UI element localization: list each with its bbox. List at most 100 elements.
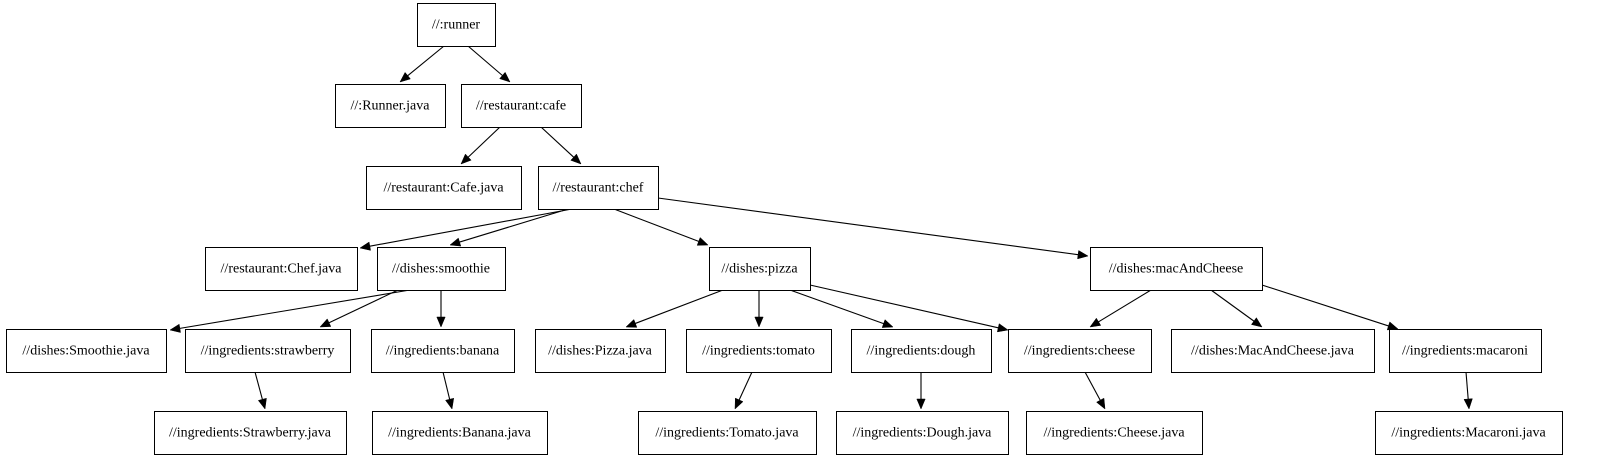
edge-arrowhead <box>734 397 744 410</box>
node-label: //ingredients:Macaroni.java <box>1391 426 1546 441</box>
edge-line <box>328 289 399 324</box>
graph-node-ing_cheese[interactable]: //ingredients:cheese <box>1008 329 1152 373</box>
edge-line <box>613 208 699 242</box>
node-box[interactable] <box>1389 329 1542 373</box>
node-label: //dishes:pizza <box>721 262 798 277</box>
edge-arrowhead <box>319 318 332 328</box>
graph-node-ing_dough[interactable]: //ingredients:dough <box>851 329 992 373</box>
edge-arrowhead <box>1251 317 1263 328</box>
graph-edge <box>789 289 894 328</box>
edge-line <box>467 126 501 158</box>
edge-arrowhead <box>1089 317 1102 328</box>
graph-node-macaroni_java[interactable]: //ingredients:Macaroni.java <box>1375 411 1563 455</box>
node-box[interactable] <box>417 3 496 47</box>
graph-edge <box>449 208 569 247</box>
node-box[interactable] <box>185 329 351 373</box>
edge-arrowhead <box>996 323 1009 333</box>
graph-node-dishes_mac[interactable]: //dishes:macAndCheese <box>1090 247 1263 291</box>
node-box[interactable] <box>836 411 1009 455</box>
graph-node-dishes_smoothie[interactable]: //dishes:smoothie <box>377 247 506 291</box>
edge-arrowhead <box>1077 250 1089 260</box>
graph-node-ing_strawberry[interactable]: //ingredients:strawberry <box>185 329 351 373</box>
node-label: //dishes:macAndCheese <box>1109 262 1244 277</box>
node-box[interactable] <box>377 247 506 291</box>
node-box[interactable] <box>1090 247 1263 291</box>
graph-node-restaurant_chef[interactable]: //restaurant:chef <box>538 166 659 210</box>
node-label: //dishes:Smoothie.java <box>22 344 150 359</box>
graph-edge <box>1084 371 1106 410</box>
graph-edge <box>625 289 724 328</box>
graph-edge <box>1210 289 1263 328</box>
edge-line <box>1098 289 1152 323</box>
edge-line <box>1261 284 1389 327</box>
graph-edge <box>359 208 573 251</box>
graph-edge <box>809 284 1009 333</box>
node-box[interactable] <box>371 329 515 373</box>
graph-node-ing_tomato[interactable]: //ingredients:tomato <box>686 329 832 373</box>
edge-arrowhead <box>1096 397 1106 410</box>
node-box[interactable] <box>638 411 817 455</box>
node-box[interactable] <box>366 166 522 210</box>
graph-edge <box>254 371 267 410</box>
node-box[interactable] <box>372 411 548 455</box>
node-box[interactable] <box>686 329 832 373</box>
node-box[interactable] <box>1171 329 1375 373</box>
graph-edge <box>657 197 1089 260</box>
edge-arrowhead <box>881 319 894 328</box>
graph-node-dough_java[interactable]: //ingredients:Dough.java <box>836 411 1009 455</box>
graph-node-ing_macaroni[interactable]: //ingredients:macaroni <box>1389 329 1542 373</box>
graph-edge <box>754 290 764 328</box>
graph-node-runner_java[interactable]: //:Runner.java <box>335 84 446 128</box>
edge-line <box>738 371 753 401</box>
node-box[interactable] <box>6 329 167 373</box>
edge-arrowhead <box>449 237 462 247</box>
node-label: //ingredients:Dough.java <box>853 426 993 441</box>
graph-node-strawberry_java[interactable]: //ingredients:Strawberry.java <box>154 411 347 455</box>
node-box[interactable] <box>154 411 347 455</box>
node-box[interactable] <box>461 84 582 128</box>
graph-node-pizza_java[interactable]: //dishes:Pizza.java <box>535 329 666 373</box>
graph-node-cafe_java[interactable]: //restaurant:Cafe.java <box>366 166 522 210</box>
edge-line <box>407 45 445 77</box>
node-label: //dishes:Pizza.java <box>548 344 653 359</box>
node-box[interactable] <box>1375 411 1563 455</box>
graph-node-tomato_java[interactable]: //ingredients:Tomato.java <box>638 411 817 455</box>
graph-edge <box>1089 289 1152 328</box>
node-box[interactable] <box>1026 411 1203 455</box>
graph-edge <box>1261 284 1399 331</box>
node-label: //dishes:MacAndCheese.java <box>1191 344 1355 359</box>
edge-arrowhead <box>1463 398 1473 410</box>
graph-edge <box>734 371 753 410</box>
node-label: //ingredients:dough <box>867 344 976 359</box>
graph-node-restaurant_cafe[interactable]: //restaurant:cafe <box>461 84 582 128</box>
edge-line <box>809 284 999 329</box>
node-label: //ingredients:tomato <box>702 344 815 359</box>
graph-node-smoothie_java[interactable]: //dishes:Smoothie.java <box>6 329 167 373</box>
node-label: //:Runner.java <box>351 99 431 114</box>
graph-node-dishes_pizza[interactable]: //dishes:pizza <box>709 247 811 291</box>
graph-node-runner[interactable]: //:runner <box>417 3 496 47</box>
graph-node-chef_java[interactable]: //restaurant:Chef.java <box>205 247 358 291</box>
node-box[interactable] <box>535 329 666 373</box>
node-box[interactable] <box>335 84 446 128</box>
edge-arrowhead <box>916 398 926 410</box>
node-box[interactable] <box>538 166 659 210</box>
graph-node-banana_java[interactable]: //ingredients:Banana.java <box>372 411 548 455</box>
edge-line <box>254 371 263 400</box>
node-box[interactable] <box>709 247 811 291</box>
node-box[interactable] <box>1008 329 1152 373</box>
graph-edge <box>319 289 399 328</box>
graph-node-mac_java[interactable]: //dishes:MacAndCheese.java <box>1171 329 1375 373</box>
edge-line <box>1084 371 1101 401</box>
graph-edge <box>613 208 709 246</box>
graph-node-ing_banana[interactable]: //ingredients:banana <box>371 329 515 373</box>
graph-node-cheese_java[interactable]: //ingredients:Cheese.java <box>1026 411 1203 455</box>
node-box[interactable] <box>205 247 358 291</box>
edge-arrowhead <box>445 397 455 410</box>
node-label: //ingredients:cheese <box>1024 344 1135 359</box>
node-box[interactable] <box>851 329 992 373</box>
edge-arrowhead <box>169 323 181 333</box>
edge-arrowhead <box>754 316 764 328</box>
node-label: //:runner <box>432 18 481 33</box>
